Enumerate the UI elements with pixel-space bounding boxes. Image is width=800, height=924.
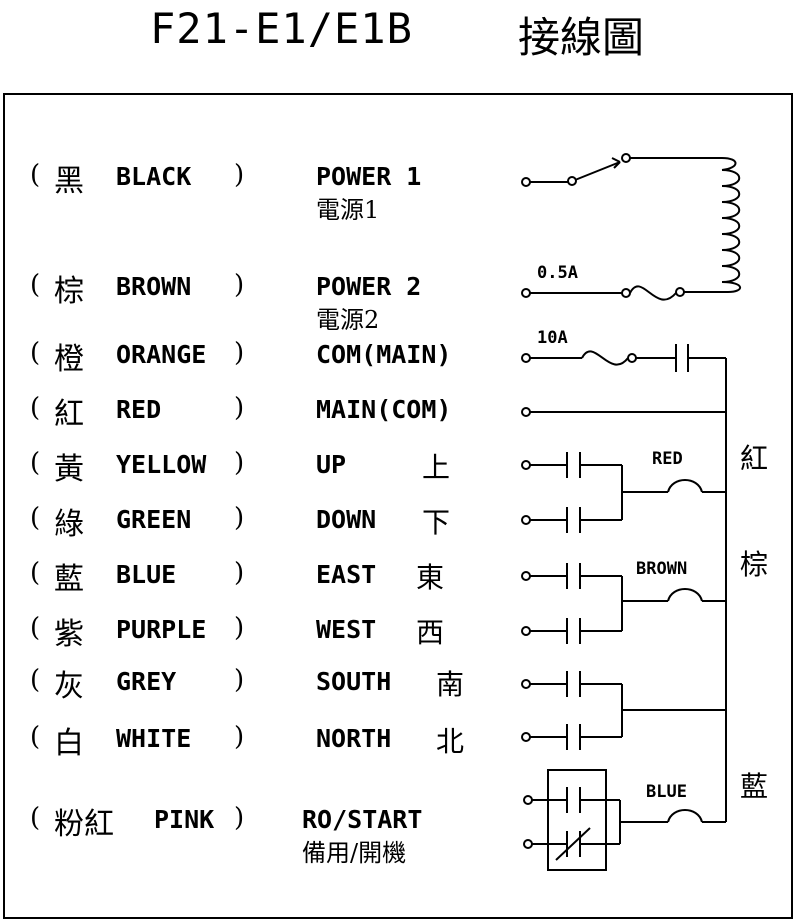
paren-open: ( bbox=[30, 160, 41, 190]
wire-color-en: PINK bbox=[154, 805, 215, 834]
diagram-title: F21-E1/E1B 接線圖 bbox=[0, 4, 800, 62]
coil-label-blue: BLUE bbox=[646, 782, 687, 802]
wire-color-cn: 白 bbox=[54, 726, 84, 761]
wire-color-cn: 綠 bbox=[54, 507, 84, 542]
bus-label-blue: 藍 bbox=[740, 770, 768, 803]
fuse-label-large: 10A bbox=[537, 328, 568, 348]
wire-color-cn: 紫 bbox=[54, 617, 84, 652]
paren-open: ( bbox=[30, 503, 41, 533]
wire-row-grey: ( 灰 GREY ) SOUTH 南 bbox=[30, 665, 500, 704]
wire-function: WEST bbox=[316, 615, 377, 644]
wire-color-cn: 橙 bbox=[54, 342, 84, 377]
diagram-frame bbox=[3, 93, 793, 919]
wire-function-cn: 電源2 bbox=[316, 306, 380, 334]
paren-close: ) bbox=[234, 503, 245, 533]
paren-open: ( bbox=[30, 803, 41, 833]
paren-close: ) bbox=[234, 613, 245, 643]
wire-function-cn: 備用/開機 bbox=[302, 839, 407, 867]
paren-close: ) bbox=[234, 665, 245, 695]
start-relay bbox=[523, 769, 726, 871]
paren-close: ) bbox=[234, 338, 245, 368]
paren-close: ) bbox=[234, 270, 245, 300]
contact-south-north bbox=[521, 671, 726, 750]
wire-row-brown: ( 棕 BROWN ) POWER 2 電源2 bbox=[30, 270, 500, 334]
wire-color-en: ORANGE bbox=[116, 340, 207, 369]
wire-row-yellow: ( 黃 YELLOW ) UP 上 bbox=[30, 448, 500, 487]
wire-row-purple: ( 紫 PURPLE ) WEST 西 bbox=[30, 613, 500, 652]
wire-color-en: PURPLE bbox=[116, 615, 207, 644]
wire-row-black: ( 黑 BLACK ) POWER 1 電源1 bbox=[30, 160, 500, 224]
contact-east-west bbox=[521, 563, 726, 644]
wire-color-en: BROWN bbox=[116, 272, 192, 301]
wire-color-en: YELLOW bbox=[116, 450, 207, 479]
fuse-label-small: 0.5A bbox=[537, 263, 578, 283]
wire-function-cn: 東 bbox=[416, 561, 445, 594]
coil-label-brown: BROWN bbox=[636, 559, 687, 579]
coil-icon bbox=[684, 169, 741, 293]
model-number: F21-E1/E1B bbox=[150, 4, 413, 53]
paren-close: ) bbox=[234, 722, 245, 752]
wire-function-cn: 南 bbox=[436, 668, 465, 701]
paren-close: ) bbox=[234, 448, 245, 478]
paren-close: ) bbox=[234, 393, 245, 423]
wire-function: COM(MAIN) bbox=[316, 340, 452, 369]
fuse-0.5a bbox=[521, 285, 685, 301]
bus-label-brown: 棕 bbox=[740, 548, 768, 581]
wire-color-en: RED bbox=[116, 395, 162, 424]
wire-color-cn: 黑 bbox=[54, 164, 84, 199]
wire-function: RO/START bbox=[302, 805, 423, 834]
wire-function-cn: 北 bbox=[436, 725, 465, 758]
wire-function: SOUTH bbox=[316, 667, 392, 696]
wire-color-en: BLUE bbox=[116, 560, 177, 589]
wire-function: UP bbox=[316, 450, 347, 479]
paren-open: ( bbox=[30, 338, 41, 368]
wire-function-cn: 電源1 bbox=[316, 196, 380, 224]
paren-open: ( bbox=[30, 393, 41, 423]
wire-row-blue: ( 藍 BLUE ) EAST 東 bbox=[30, 558, 500, 597]
wire-function: MAIN(COM) bbox=[316, 395, 452, 424]
power1-switch bbox=[521, 153, 737, 187]
wire-color-en: GREEN bbox=[116, 505, 192, 534]
wire-color-en: BLACK bbox=[116, 162, 192, 191]
wire-function: POWER 1 bbox=[316, 162, 422, 191]
wire-color-en: GREY bbox=[116, 667, 177, 696]
paren-open: ( bbox=[30, 665, 41, 695]
wire-color-cn: 灰 bbox=[54, 669, 84, 704]
wire-function: DOWN bbox=[316, 505, 377, 534]
wire-row-red: ( 紅 RED ) MAIN(COM) bbox=[30, 393, 500, 432]
coil-label-red: RED bbox=[652, 449, 683, 469]
wire-color-cn: 棕 bbox=[54, 274, 84, 309]
paren-close: ) bbox=[234, 558, 245, 588]
wire-color-cn: 黃 bbox=[54, 452, 84, 487]
wire-row-white: ( 白 WHITE ) NORTH 北 bbox=[30, 722, 500, 761]
wire-color-cn: 藍 bbox=[54, 562, 84, 597]
wire-function-cn: 上 bbox=[422, 451, 451, 484]
paren-open: ( bbox=[30, 558, 41, 588]
paren-close: ) bbox=[234, 160, 245, 190]
wire-function: POWER 2 bbox=[316, 272, 422, 301]
wire-color-en: WHITE bbox=[116, 724, 192, 753]
title-chinese: 接線圖 bbox=[518, 13, 645, 62]
fuse-10a bbox=[521, 344, 726, 372]
wire-color-cn: 紅 bbox=[54, 397, 84, 432]
wire-function-cn: 西 bbox=[416, 616, 445, 649]
wire-row-pink: ( 粉紅 PINK ) RO/START 備用/開機 bbox=[30, 803, 500, 867]
wire-row-orange: ( 橙 ORANGE ) COM(MAIN) bbox=[30, 338, 500, 377]
wire-row-green: ( 綠 GREEN ) DOWN 下 bbox=[30, 503, 500, 542]
paren-open: ( bbox=[30, 270, 41, 300]
paren-open: ( bbox=[30, 722, 41, 752]
bus-label-red: 紅 bbox=[740, 442, 768, 475]
wire-function-cn: 下 bbox=[422, 506, 451, 539]
wire-function: NORTH bbox=[316, 724, 392, 753]
wire-function: EAST bbox=[316, 560, 377, 589]
paren-open: ( bbox=[30, 448, 41, 478]
paren-open: ( bbox=[30, 613, 41, 643]
wire-color-cn: 粉紅 bbox=[54, 807, 114, 842]
paren-close: ) bbox=[234, 803, 245, 833]
contact-up-down bbox=[521, 452, 726, 533]
